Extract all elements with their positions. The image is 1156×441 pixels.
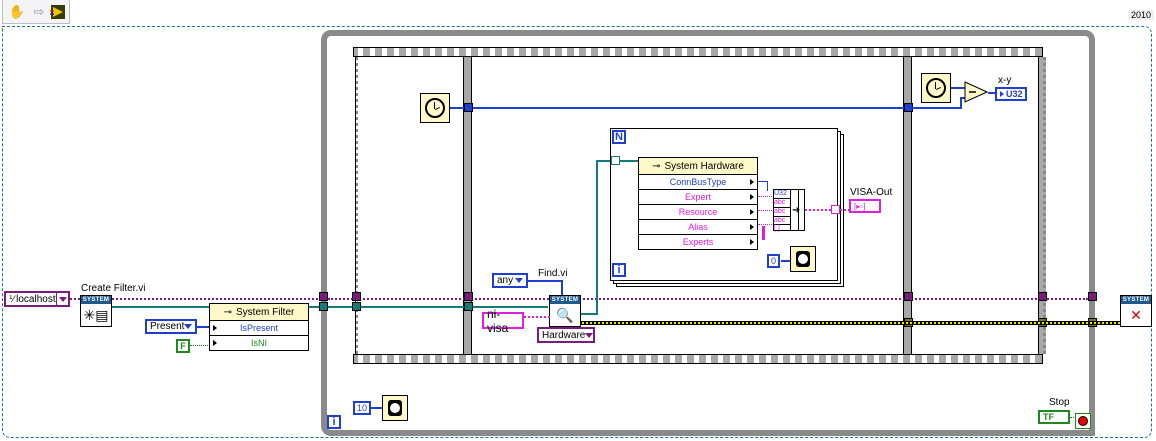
autoindex-tunnel xyxy=(611,156,620,165)
bundle-arrow-icon: ➜ xyxy=(792,205,801,216)
wait-ms-icon[interactable] xyxy=(790,246,816,272)
create-filter-subvi[interactable]: SYSTEM ✳▤ xyxy=(80,295,112,327)
hardware-ring[interactable]: Hardware xyxy=(537,327,595,343)
sequence-top-strip xyxy=(353,47,1043,57)
io-name-icon: ⅟ xyxy=(9,293,15,304)
stop-button-terminal[interactable]: TF xyxy=(1038,410,1070,424)
ni-visa-constant[interactable]: ni-visa xyxy=(482,307,524,335)
property-connbustype[interactable]: ConnBusType xyxy=(639,175,757,190)
frame-separator-3 xyxy=(1038,57,1046,354)
loop-tunnel-session xyxy=(319,292,328,301)
loop-condition-terminal[interactable] xyxy=(1075,413,1091,429)
property-expert[interactable]: Expert xyxy=(639,190,757,205)
frame-separator-2 xyxy=(903,57,912,354)
host-name-control[interactable]: ⅟ localhost xyxy=(4,291,70,307)
for-wait-constant[interactable]: 0 xyxy=(767,254,781,268)
while-loop-iteration: i xyxy=(327,415,341,429)
property-alias[interactable]: Alias xyxy=(639,220,757,235)
visa-out-label: VISA-Out xyxy=(850,187,893,198)
tick-count-icon-2[interactable] xyxy=(921,73,951,103)
system-hardware-property-node[interactable]: ⊸ System Hardware ConnBusType Expert Res… xyxy=(638,157,758,250)
key-icon: ⊸ xyxy=(223,306,233,318)
chevron-down-icon xyxy=(515,278,523,283)
hand-icon[interactable]: ✋ xyxy=(8,4,26,19)
chevron-down-icon[interactable] xyxy=(58,296,67,302)
loop-tunnel-filter xyxy=(319,302,328,311)
find-vi-label: Find.vi xyxy=(538,268,568,279)
tick-count-icon[interactable] xyxy=(420,93,450,123)
output-tunnel xyxy=(831,205,840,214)
false-constant[interactable]: F xyxy=(176,339,190,353)
session-wire xyxy=(112,298,322,300)
version-label: 2010 xyxy=(1127,10,1154,20)
xy-indicator[interactable]: U32 xyxy=(995,87,1027,101)
present-ring[interactable]: Present xyxy=(145,319,197,334)
visa-out-indicator[interactable]: [▸▫] xyxy=(849,199,881,213)
frame-separator-1 xyxy=(463,57,472,354)
property-ispresent[interactable]: IsPresent xyxy=(210,321,308,336)
create-filter-label: Create Filter.vi xyxy=(81,283,146,294)
chevron-down-icon xyxy=(184,324,193,329)
host-name-value: localhost xyxy=(16,293,56,305)
stop-label: Stop xyxy=(1049,397,1070,408)
subtract-node[interactable] xyxy=(964,81,989,106)
chevron-down-icon xyxy=(585,332,594,338)
system-filter-property-node[interactable]: ⊸ System Filter IsPresent IsNI xyxy=(209,303,309,351)
bundle-node[interactable]: U32 abc abc abc [ ] ➜ xyxy=(773,189,805,232)
sequence-bottom-strip xyxy=(353,354,1043,364)
hardware-array-wire xyxy=(580,321,1120,325)
close-subvi[interactable]: SYSTEM ✕ xyxy=(1120,295,1152,327)
arrow-right-icon[interactable]: ⇨ xyxy=(33,4,45,19)
property-experts[interactable]: Experts xyxy=(639,235,757,249)
xy-label: x-y xyxy=(998,75,1012,86)
key-icon: ⊸ xyxy=(652,160,661,172)
flat-sequence-frame xyxy=(2,26,1152,438)
find-magnifier-icon: 🔍 xyxy=(556,307,574,323)
for-loop-count[interactable]: N xyxy=(612,130,626,144)
create-filter-icon: ✳▤ xyxy=(83,307,109,323)
property-isni[interactable]: IsNI xyxy=(210,336,308,350)
find-subvi[interactable]: SYSTEM 🔍 xyxy=(549,295,581,327)
wait-ms-icon-loop[interactable] xyxy=(382,395,408,421)
property-resource[interactable]: Resource xyxy=(639,205,757,220)
vi-icon[interactable] xyxy=(50,4,66,20)
stop-icon xyxy=(1078,416,1088,426)
any-ring[interactable]: any xyxy=(492,273,528,288)
toolbar-tab: ✋ ⇨ xyxy=(2,0,70,24)
close-icon: ✕ xyxy=(1130,307,1142,323)
for-loop-iteration: i xyxy=(612,263,626,277)
while-loop xyxy=(321,30,1095,436)
